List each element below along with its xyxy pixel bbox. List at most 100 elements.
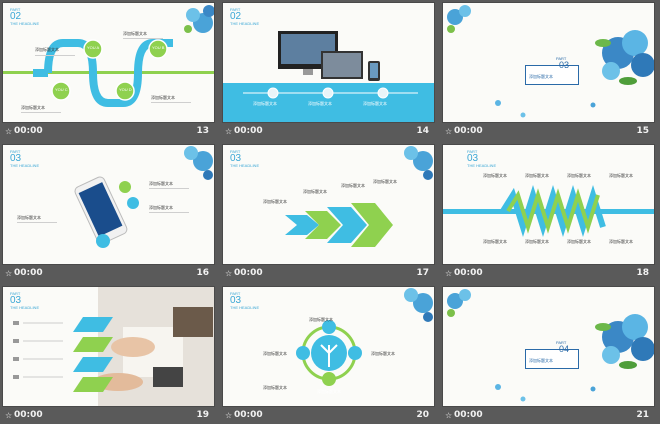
zigzag-diagram xyxy=(443,184,654,238)
text-line xyxy=(149,188,189,189)
slide-thumbnail-19[interactable]: PART 03 THE HEADLINE xyxy=(0,284,215,424)
slide-number: 17 xyxy=(416,268,429,278)
slide-timing: 00:00 xyxy=(234,126,263,136)
slide-canvas: PART 02 THE HEADLINE YOU A YOU B YOU C Y xyxy=(2,2,215,123)
badge-c: YOU C xyxy=(55,87,68,92)
slide-thumbnail-18[interactable]: PART 03 THE HEADLINE 添加标题文本 添加标题文本 添加标题文… xyxy=(440,142,655,282)
text-line xyxy=(35,55,75,56)
slide-timing: 00:00 xyxy=(454,268,483,278)
slide-timing: 00:00 xyxy=(14,126,43,136)
slide-text: 添加标题文本 xyxy=(609,173,633,178)
slide-canvas: PART 04 添加标题文本 xyxy=(442,286,655,407)
slide-text: 添加标题文本 xyxy=(149,205,173,210)
floral-decoration xyxy=(447,5,654,118)
slide-number: 20 xyxy=(416,410,429,420)
slide-thumbnail-14[interactable]: PART 02 THE HEADLINE 添加标题文本 添加标题文本 添加 xyxy=(220,0,435,140)
slide-meta-bar: ☆ 00:00 14 xyxy=(222,124,435,140)
transition-star-icon: ☆ xyxy=(5,127,13,136)
transition-star-icon: ☆ xyxy=(225,127,233,136)
slide-number: 21 xyxy=(636,410,649,420)
slide-text: 添加标题文本 xyxy=(308,101,332,106)
slide-number: 13 xyxy=(196,126,209,136)
slide-text: 添加标题文本 xyxy=(483,173,507,178)
circular-diagram xyxy=(296,288,433,386)
phone-diagram xyxy=(74,146,213,248)
text-line xyxy=(149,212,189,213)
slide-timing: 00:00 xyxy=(234,268,263,278)
slide-canvas: PART 03 THE HEADLINE 添加标题文本 添加标题文本 添加标题文… xyxy=(222,286,435,407)
center-label: 添加标题文本 xyxy=(317,389,341,394)
text-line xyxy=(151,102,191,103)
transition-star-icon: ☆ xyxy=(445,269,453,278)
slide-part-header: PART 03 THE HEADLINE xyxy=(10,149,40,168)
slide-text: 添加标题文本 xyxy=(253,101,277,106)
slide-thumbnail-15[interactable]: PART 03 添加标题文本 ☆ 00:00 15 xyxy=(440,0,655,140)
transition-star-icon: ☆ xyxy=(445,411,453,420)
slide-canvas: PART 03 添加标题文本 xyxy=(442,2,655,123)
transition-star-icon: ☆ xyxy=(225,269,233,278)
slide-text: 添加标题文本 xyxy=(341,183,365,188)
transition-star-icon: ☆ xyxy=(225,411,233,420)
slide-text: 添加标题文本 xyxy=(309,317,333,322)
slide-timing: 00:00 xyxy=(454,410,483,420)
slide-number: 16 xyxy=(196,268,209,278)
device-showcase xyxy=(223,31,434,122)
slide-canvas: PART 03 THE HEADLINE 添加标题文本 添加标题文本 添加 xyxy=(2,144,215,265)
slide-text: 添加标题文本 xyxy=(303,189,327,194)
slide-part-header: PART 03 THE HEADLINE xyxy=(467,149,497,168)
badge-d: YOU D xyxy=(119,87,132,92)
slide-part-header: PART 03 THE HEADLINE xyxy=(230,149,260,168)
slide-timing: 00:00 xyxy=(14,410,43,420)
badge-a: YOU A xyxy=(87,45,100,50)
slide-canvas: PART 02 THE HEADLINE 添加标题文本 添加标题文本 添加 xyxy=(222,2,435,123)
slide-text: 添加标题文本 xyxy=(263,385,287,390)
slide-timing: 00:00 xyxy=(14,268,43,278)
slide-canvas: PART 03 THE HEADLINE 添加标题文本 添加标题文本 添加标题文… xyxy=(442,144,655,265)
slide-text: 添加标题文本 xyxy=(123,31,147,36)
slide-text: 添加标题文本 xyxy=(21,105,45,110)
arrow-diagram xyxy=(285,146,433,247)
slide-thumbnail-16[interactable]: PART 03 THE HEADLINE 添加标题文本 添加标题文本 添加 xyxy=(0,142,215,282)
slide-thumbnail-17[interactable]: PART 03 THE HEADLINE 添加标题文本 添加标题文本 添加标题文… xyxy=(220,142,435,282)
slide-meta-bar: ☆ 00:00 16 xyxy=(2,266,215,282)
slide-timing: 00:00 xyxy=(234,410,263,420)
slide-text: 添加标题文本 xyxy=(151,95,175,100)
slide-thumbnail-20[interactable]: PART 03 THE HEADLINE 添加标题文本 添加标题文本 添加标题文… xyxy=(220,284,435,424)
slide-text: 添加标题文本 xyxy=(609,239,633,244)
slide-text: 添加标题文本 xyxy=(525,173,549,178)
slide-number: 15 xyxy=(636,126,649,136)
slide-meta-bar: ☆ 00:00 13 xyxy=(2,124,215,140)
slide-number: 14 xyxy=(416,126,429,136)
slide-text: 添加标题文本 xyxy=(567,239,591,244)
slide-text: 添加标题文本 xyxy=(567,173,591,178)
slide-text: 添加标题文本 xyxy=(525,239,549,244)
slide-text: 添加标题文本 xyxy=(263,199,287,204)
slide-part-header: PART 02 THE HEADLINE xyxy=(230,7,260,26)
slide-text: 添加标题文本 xyxy=(483,239,507,244)
slide-meta-bar: ☆ 00:00 19 xyxy=(2,408,215,424)
slide-part-header: PART 03 THE HEADLINE xyxy=(10,291,40,310)
slide-part-header: PART 03 THE HEADLINE xyxy=(230,291,260,310)
part-box: PART 04 添加标题文本 xyxy=(525,340,579,369)
slide-meta-bar: ☆ 00:00 15 xyxy=(442,124,655,140)
slide-meta-bar: ☆ 00:00 18 xyxy=(442,266,655,282)
slide-timing: 00:00 xyxy=(454,126,483,136)
wave-diagram xyxy=(3,5,214,107)
slide-text: 添加标题文本 xyxy=(371,351,395,356)
transition-star-icon: ☆ xyxy=(5,411,13,420)
text-line xyxy=(123,38,163,39)
slide-text: 添加标题文本 xyxy=(35,47,59,52)
slide-canvas: PART 03 THE HEADLINE xyxy=(2,286,215,407)
text-line xyxy=(21,112,61,113)
slide-canvas: PART 03 THE HEADLINE 添加标题文本 添加标题文本 添加标题文… xyxy=(222,144,435,265)
text-line xyxy=(17,222,57,223)
slide-text: 添加标题文本 xyxy=(373,179,397,184)
slide-meta-bar: ☆ 00:00 21 xyxy=(442,408,655,424)
part-box: PART 03 添加标题文本 xyxy=(525,56,579,85)
slide-text: 添加标题文本 xyxy=(17,215,41,220)
slide-number: 19 xyxy=(196,410,209,420)
floral-decoration xyxy=(447,289,654,402)
slide-thumbnail-13[interactable]: PART 02 THE HEADLINE YOU A YOU B YOU C Y xyxy=(0,0,215,140)
slide-thumbnail-21[interactable]: PART 04 添加标题文本 ☆ 00:00 21 xyxy=(440,284,655,424)
